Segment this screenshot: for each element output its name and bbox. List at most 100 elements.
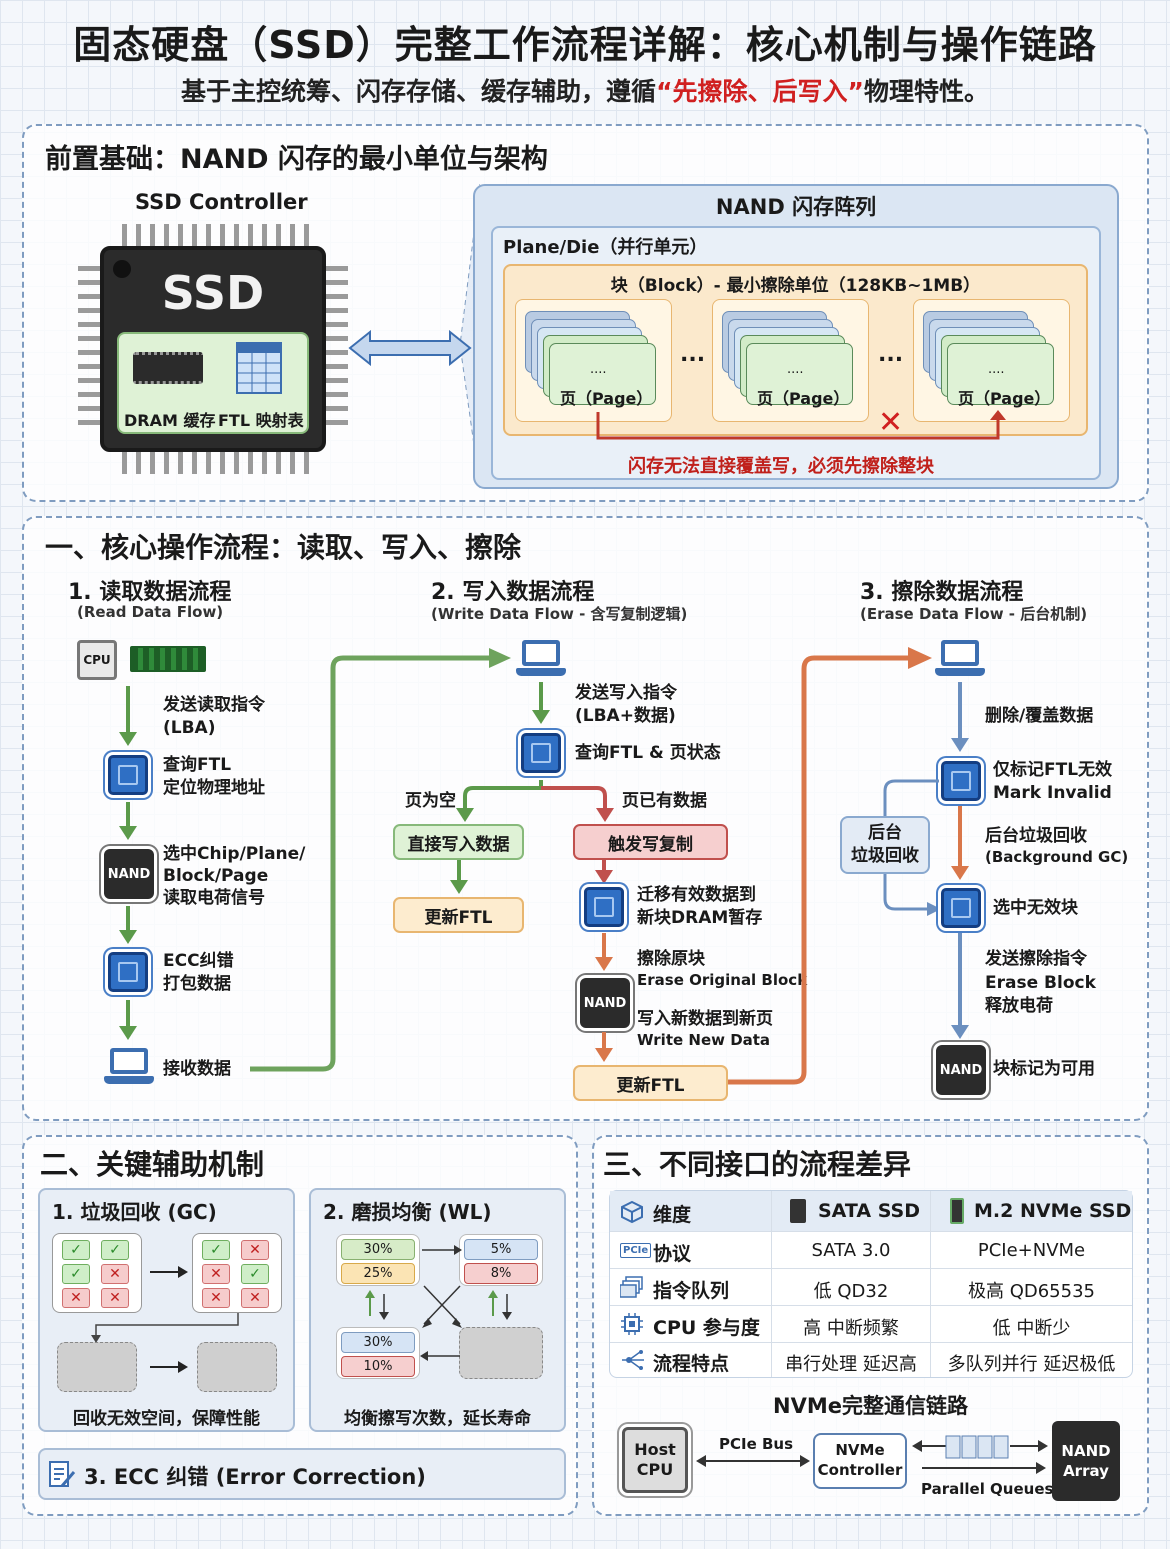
- pcie-icon: PCIe: [620, 1243, 652, 1258]
- invalid-page-icon: ✕: [202, 1288, 230, 1308]
- pre-title: 前置基础：NAND 闪存的最小单位与架构: [45, 144, 548, 175]
- invalid-page-icon: ✕: [241, 1240, 269, 1260]
- read-subtitle: (Read Data Flow): [77, 603, 224, 621]
- wl-bar: 10%: [341, 1356, 415, 1377]
- host-label-2: CPU: [636, 1460, 674, 1479]
- row-cpu-label: CPU 参与度: [653, 1317, 760, 1339]
- row-line: [610, 1231, 1132, 1232]
- subtitle-text: 基于主控统筹、闪存存储、缓存辅助，遵循: [181, 77, 657, 106]
- page-dots-2: ....: [787, 362, 804, 377]
- invalid-page-icon: ✕: [101, 1264, 129, 1284]
- erase-step-1: 删除/覆盖数据: [985, 706, 1094, 726]
- dram-icon: [133, 352, 203, 384]
- cross-icon: ✕: [878, 405, 904, 440]
- write-arrow-erase: [595, 933, 613, 971]
- bg-gc-label: 后台: [868, 823, 902, 843]
- read-step-1b: (LBA): [163, 718, 216, 738]
- gc-title: 1. 垃圾回收 (GC): [52, 1200, 217, 1224]
- page-dots-1: ....: [590, 362, 607, 377]
- erase-step-5c: 释放电荷: [985, 996, 1053, 1016]
- write-arrow-final: [595, 1032, 613, 1062]
- erase-title: 3. 擦除数据流程: [860, 580, 1024, 605]
- read-ecc-chip-icon: [108, 952, 148, 992]
- write-erase-orig: 擦除原块: [637, 949, 705, 969]
- no-overwrite-arrow: [596, 410, 1006, 440]
- nand-array-title: NAND 闪存阵列: [715, 195, 877, 219]
- nand-array-label: NAND: [1061, 1442, 1111, 1460]
- write-step-2: 查询FTL & 页状态: [575, 743, 721, 763]
- write-new-data: 写入新数据到新页: [637, 1009, 773, 1029]
- wl-caption: 均衡擦写次数，延长寿命: [344, 1409, 531, 1429]
- ftl-label: FTL 映射表: [218, 411, 304, 430]
- queue-arrows: [912, 1435, 1048, 1474]
- host-label: Host: [634, 1440, 676, 1459]
- chip-dot: [113, 260, 131, 278]
- dram-label: DRAM 缓存: [124, 411, 216, 430]
- table-divider-2: [930, 1191, 931, 1377]
- nvme-controller-box: [813, 1433, 907, 1489]
- erase-subtitle: (Erase Data Flow - 后台机制): [860, 605, 1088, 623]
- erase-arrow-2: [951, 806, 969, 880]
- sec1-title: 一、核心操作流程：读取、写入、擦除: [45, 531, 522, 564]
- read-arrow-4: [119, 1000, 137, 1040]
- page-stack-1: [525, 311, 665, 411]
- read-step-4: ECC纠错: [163, 951, 234, 971]
- write-nand-icon: NAND: [580, 978, 630, 1028]
- page-label-3: 页（Page）: [958, 389, 1051, 408]
- table-divider-1: [771, 1191, 772, 1377]
- erase-step-2b: Mark Invalid: [993, 783, 1112, 803]
- update-ftl-box-1: 更新FTL: [393, 897, 524, 933]
- erase-step-5: 发送擦除指令: [985, 949, 1087, 969]
- write-arrow-cow: [595, 860, 613, 884]
- subtitle-end: 物理特性。: [863, 77, 989, 106]
- gc-arrow-right-icon: [150, 1266, 188, 1278]
- row-protocol-sata: SATA 3.0: [811, 1240, 891, 1261]
- read-laptop-icon: [104, 1048, 154, 1086]
- write-erase-orig-b: Erase Original Block: [637, 971, 808, 989]
- write-new-data-b: Write New Data: [637, 1031, 771, 1049]
- wl-bar: 5%: [464, 1239, 538, 1260]
- cpu-chip-icon: [621, 1313, 643, 1335]
- row-line: [610, 1268, 1132, 1269]
- row-cpu-sata: 高 中断频繁: [803, 1318, 899, 1339]
- erase-step-3: 后台垃圾回收: [985, 826, 1087, 846]
- erase-arrow-1: [951, 682, 969, 752]
- gc-empty-block-1: [57, 1342, 137, 1392]
- read-step-3c: 读取电荷信号: [163, 888, 265, 908]
- row-queue-sata: 低 QD32: [813, 1281, 889, 1302]
- read-step-3: 选中Chip/Plane/: [163, 844, 306, 864]
- erase-step-4: 选中无效块: [993, 898, 1078, 918]
- valid-page-icon: ✓: [62, 1264, 90, 1284]
- erase-step-3b: (Background GC): [985, 848, 1129, 866]
- gc-return-arrow: [91, 1313, 239, 1343]
- block-label: 块（Block）- 最小擦除单位（128KB~1MB）: [610, 276, 981, 296]
- write-migrate: 迁移有效数据到: [637, 885, 756, 905]
- write-branch: [456, 780, 614, 822]
- document-edit-icon: [49, 1461, 76, 1487]
- invalid-page-icon: ✕: [202, 1264, 230, 1284]
- ftl-table-icon: [236, 342, 282, 394]
- erase-step-2: 仅标记FTL无效: [993, 760, 1113, 780]
- th-dimension: 维度: [653, 1204, 692, 1226]
- erase-nand-icon: NAND: [936, 1045, 986, 1095]
- controller-label: SSD Controller: [135, 190, 308, 214]
- overwrite-warning: 闪存无法直接覆盖写，必须先擦除整块: [628, 456, 934, 477]
- row-queue-label: 指令队列: [653, 1280, 730, 1302]
- sec3-title: 三、不同接口的流程差异: [603, 1148, 912, 1181]
- block-ellipsis-1: ...: [680, 342, 706, 367]
- migrate-chip-icon: [584, 887, 624, 927]
- gc-caption: 回收无效空间，保障性能: [73, 1409, 260, 1429]
- invalid-page-icon: ✕: [62, 1288, 90, 1308]
- write-to-erase-connector: [728, 647, 932, 1085]
- queue-stack-icon: [620, 1276, 643, 1298]
- row-protocol-label: 协议: [653, 1243, 692, 1265]
- read-title: 1. 读取数据流程: [68, 580, 232, 605]
- row-queue-nvme: 极高 QD65535: [967, 1281, 1095, 1302]
- erase-step-5b: Erase Block: [985, 973, 1096, 993]
- row-line: [610, 1305, 1132, 1306]
- table-header-bg: [610, 1191, 1132, 1231]
- ecc-title: 3. ECC 纠错 (Error Correction): [84, 1465, 426, 1489]
- nvme-label: NVMe: [835, 1441, 885, 1459]
- read-step-5: 接收数据: [163, 1059, 231, 1079]
- page-label-1: 页（Page）: [560, 389, 653, 408]
